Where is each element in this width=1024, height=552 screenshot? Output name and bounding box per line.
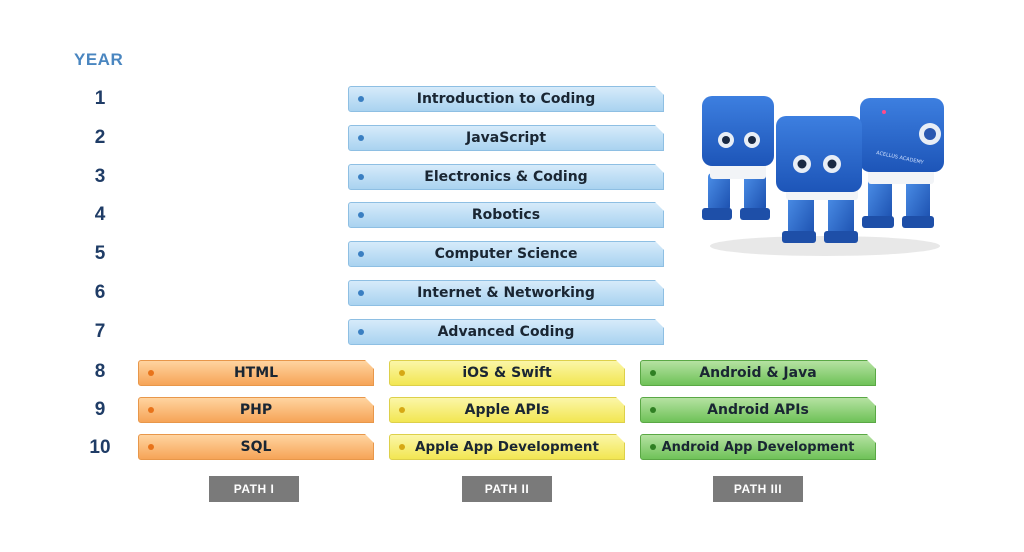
bullet-icon: [358, 290, 364, 296]
year-number: 3: [94, 166, 106, 187]
bullet-icon: [358, 329, 364, 335]
bullet-icon: [399, 370, 405, 376]
bullet-icon: [650, 370, 656, 376]
bullet-icon: [399, 444, 405, 450]
course-label: SQL: [240, 439, 272, 455]
year-number: 6: [94, 282, 106, 303]
path2-label: PATH II: [462, 476, 552, 502]
course-label: HTML: [233, 365, 279, 381]
bullet-icon: [148, 444, 154, 450]
bullet-icon: [148, 407, 154, 413]
year-number: 5: [94, 243, 106, 264]
bullet-icon: [399, 407, 405, 413]
core-course-pill: Advanced Coding: [348, 319, 664, 345]
path3-course-pill: Android App Development: [640, 434, 876, 460]
robot-icon: ACELLUS ACADEMY: [702, 96, 944, 256]
path2-course-pill: Apple APIs: [389, 397, 625, 423]
year-number: 9: [94, 399, 106, 420]
bullet-icon: [358, 135, 364, 141]
bullet-icon: [358, 96, 364, 102]
path1-label: PATH I: [209, 476, 299, 502]
bullet-icon: [358, 212, 364, 218]
core-course-pill: Introduction to Coding: [348, 86, 664, 112]
path3-label: PATH III: [713, 476, 803, 502]
bullet-icon: [650, 407, 656, 413]
core-course-pill: Electronics & Coding: [348, 164, 664, 190]
year-number: 10: [89, 437, 111, 458]
robot-middle: [776, 116, 862, 243]
course-label: Electronics & Coding: [424, 169, 588, 185]
year-number: 7: [94, 321, 106, 342]
year-number: 8: [94, 361, 106, 382]
year-number: 1: [94, 88, 106, 109]
course-label: Robotics: [471, 207, 541, 223]
course-label: Apple APIs: [464, 402, 550, 418]
course-label: Android APIs: [707, 402, 809, 418]
core-course-pill: Internet & Networking: [348, 280, 664, 306]
course-label: Apple App Development: [415, 439, 599, 455]
year-number: 2: [94, 127, 106, 148]
core-course-pill: JavaScript: [348, 125, 664, 151]
path2-course-pill: iOS & Swift: [389, 360, 625, 386]
year-number: 4: [94, 204, 106, 225]
course-label: Advanced Coding: [437, 324, 575, 340]
course-label: Internet & Networking: [417, 285, 595, 301]
robot-right: ACELLUS ACADEMY: [860, 98, 944, 228]
bullet-icon: [358, 174, 364, 180]
course-label: Introduction to Coding: [416, 91, 596, 107]
bullet-icon: [358, 251, 364, 257]
course-label: Android & Java: [699, 365, 817, 381]
bullet-icon: [650, 444, 656, 450]
bullet-icon: [148, 370, 154, 376]
path3-course-pill: Android APIs: [640, 397, 876, 423]
course-label: JavaScript: [465, 130, 547, 146]
year-header: YEAR: [74, 50, 124, 69]
robot-left: [702, 96, 774, 220]
core-course-pill: Robotics: [348, 202, 664, 228]
course-label: Computer Science: [434, 246, 578, 262]
course-label: iOS & Swift: [462, 365, 552, 381]
path1-course-pill: SQL: [138, 434, 374, 460]
course-label: PHP: [239, 402, 273, 418]
path1-course-pill: PHP: [138, 397, 374, 423]
path1-course-pill: HTML: [138, 360, 374, 386]
course-label: Android App Development: [661, 439, 855, 455]
path2-course-pill: Apple App Development: [389, 434, 625, 460]
path3-course-pill: Android & Java: [640, 360, 876, 386]
core-course-pill: Computer Science: [348, 241, 664, 267]
